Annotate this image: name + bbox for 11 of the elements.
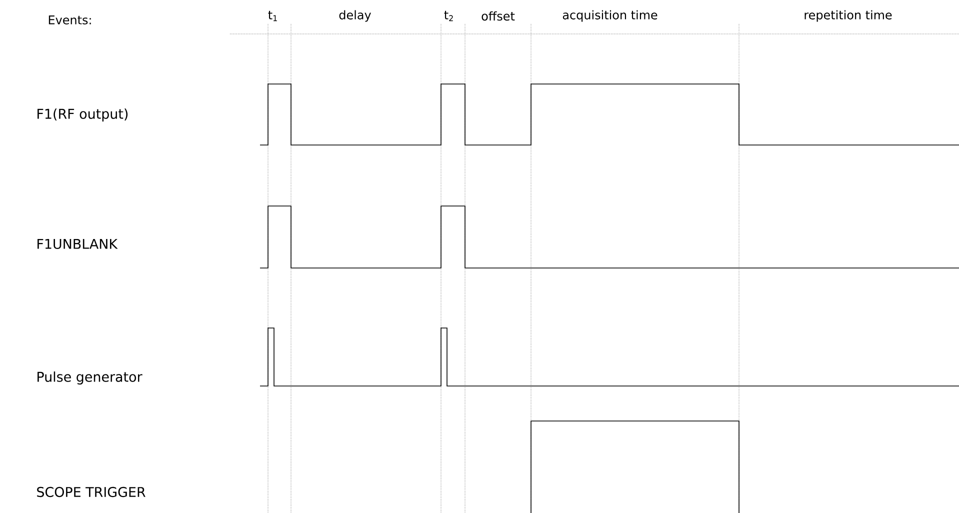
event-label: t$_{1}$ bbox=[268, 10, 277, 22]
signal-name: Pulse generator bbox=[38, 371, 142, 384]
event-label: t$_{2}$ bbox=[444, 10, 453, 22]
event-label: acquisition time bbox=[562, 10, 658, 22]
event-label: repetition time bbox=[804, 10, 892, 22]
signal-name: SCOPE TRIGGER bbox=[37, 486, 146, 498]
signal-name: F1UNBLANK bbox=[38, 238, 118, 249]
event-label: delay bbox=[339, 10, 371, 22]
signal-name: F1(RF output) bbox=[38, 108, 128, 122]
event-label: offset bbox=[482, 11, 515, 21]
event-heading: Events: bbox=[48, 16, 91, 24]
